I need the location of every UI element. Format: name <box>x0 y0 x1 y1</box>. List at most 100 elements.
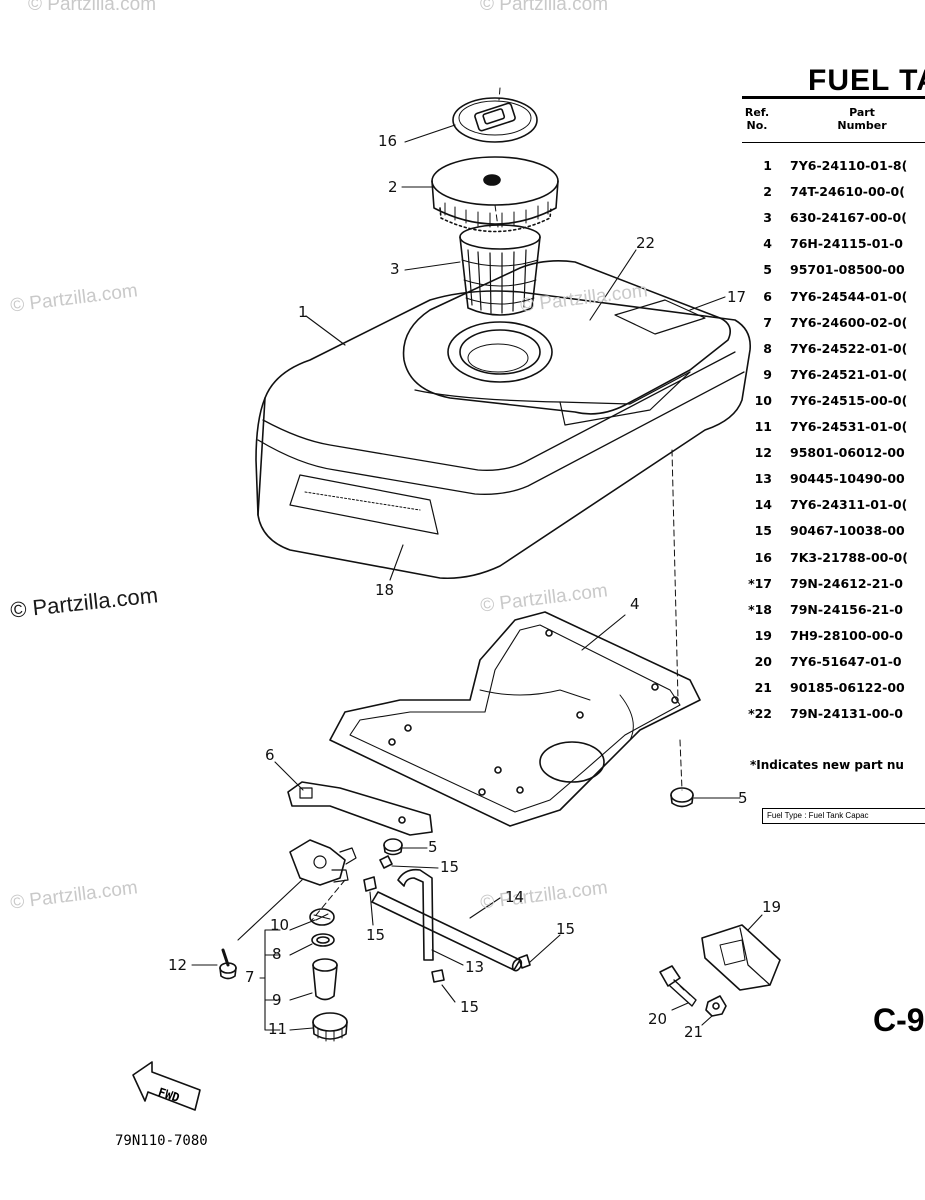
row-ref-no: 3 <box>763 210 772 226</box>
part-5-grommet-right <box>670 787 694 808</box>
callout-15: 15 <box>556 920 576 938</box>
part-13-hose <box>397 868 434 961</box>
part-8-gasket <box>311 933 335 947</box>
part-10-screen <box>309 908 335 926</box>
row-ref-no: 6 <box>763 288 772 304</box>
row-part-number: 90467-10038-00 <box>790 523 905 539</box>
row-part-number: 90185-06122-00 <box>790 680 905 695</box>
title-rule <box>742 96 925 99</box>
header-part-number: Part Number <box>837 106 887 132</box>
row-part-number: 79N-24131-00-0 <box>790 706 904 722</box>
row-ref-no: 1 <box>763 158 772 173</box>
row-ref-no: 11 <box>754 419 772 434</box>
row-ref-no: 2 <box>763 184 772 200</box>
diagram-title: FUEL TA <box>808 64 925 97</box>
callout-20: 20 <box>648 1010 668 1028</box>
table-row: 15 90467-10038-00 <box>742 523 925 549</box>
callout-5-left: 5 <box>428 838 438 856</box>
row-part-number: 7Y6-24544-01-0( <box>790 288 908 304</box>
row-part-number: 7Y6-24531-01-0( <box>790 419 908 434</box>
header-rule <box>742 142 925 143</box>
row-ref-no: *17 <box>748 575 772 591</box>
part-6-strap <box>287 781 433 836</box>
table-row: 12 95801-06012-00 <box>742 445 925 471</box>
table-row: 3 630-24167-00-0( <box>742 210 925 236</box>
part-16-emblem <box>452 97 538 143</box>
row-part-number: 630-24167-00-0( <box>790 210 907 226</box>
table-row: 13 90445-10490-00 <box>742 471 925 497</box>
row-ref-no: *22 <box>748 706 772 722</box>
part-1-fuel-tank <box>255 290 752 580</box>
row-ref-no: 19 <box>754 627 772 643</box>
row-part-number: 79N-24612-21-0 <box>790 575 904 591</box>
callout-4: 4 <box>630 595 640 613</box>
row-part-number: 7H9-28100-00-0 <box>790 627 904 643</box>
callout-5-right: 5 <box>738 789 748 807</box>
table-row: 11 7Y6-24531-01-0( <box>742 419 925 445</box>
table-row: *22 79N-24131-00-0 <box>742 706 925 732</box>
callout-17: 17 <box>727 288 747 306</box>
row-part-number: 7Y6-51647-01-0 <box>790 653 902 669</box>
row-part-number: 95701-08500-00 <box>790 262 905 278</box>
callout-22: 22 <box>636 234 656 252</box>
table-row: 16 7K3-21788-00-0( <box>742 550 925 576</box>
row-ref-no: 10 <box>754 392 772 408</box>
callout-14: 14 <box>505 888 525 906</box>
header-ref-no: Ref. No. <box>744 106 770 132</box>
row-ref-no: 12 <box>754 445 772 461</box>
table-row: 14 7Y6-24311-01-0( <box>742 497 925 523</box>
new-part-footnote: *Indicates new part nu <box>750 758 904 772</box>
tank-recess <box>402 260 731 426</box>
row-part-number: 7Y6-24521-01-0( <box>790 366 908 382</box>
part-15-clips <box>363 855 531 983</box>
part-7-fuel-cock <box>289 839 357 886</box>
callout-10: 10 <box>270 916 290 934</box>
row-ref-no: 16 <box>754 549 772 565</box>
row-ref-no: 13 <box>754 471 772 487</box>
part-12-screw <box>219 948 237 980</box>
callout-7: 7 <box>245 968 255 986</box>
table-row: 6 7Y6-24544-01-0( <box>742 289 925 315</box>
row-ref-no: 14 <box>754 497 772 513</box>
row-part-number: 79N-24156-21-0 <box>790 601 904 617</box>
row-part-number: 7Y6-24522-01-0( <box>790 340 908 356</box>
table-row: 5 95701-08500-00 <box>742 262 925 288</box>
callout-15: 15 <box>460 998 480 1016</box>
callout-6: 6 <box>265 746 275 764</box>
row-ref-no: 8 <box>763 340 772 356</box>
figure-code: 79N110-7080 <box>115 1133 208 1149</box>
fwd-arrow-icon <box>132 1061 201 1111</box>
callout-12: 12 <box>168 956 188 974</box>
row-part-number: 90445-10490-00 <box>790 471 905 487</box>
part-11-nut <box>312 1012 348 1042</box>
row-ref-no: 5 <box>763 262 772 278</box>
row-ref-no: 15 <box>754 523 772 539</box>
part-4-tray <box>329 611 701 827</box>
part-9-bowl <box>312 958 338 1001</box>
row-part-number: 7Y6-24600-02-0( <box>790 314 908 330</box>
row-ref-no: 20 <box>754 653 772 669</box>
leader-lines <box>191 124 763 1031</box>
row-part-number: 7K3-21788-00-0( <box>790 549 908 565</box>
watermark: © Partzilla.com <box>480 0 609 15</box>
row-part-number: 7Y6-24515-00-0( <box>790 392 908 408</box>
row-ref-no: 9 <box>763 366 772 382</box>
callout-1: 1 <box>298 303 308 321</box>
callout-2: 2 <box>388 178 398 196</box>
assembly-lines <box>311 87 683 921</box>
table-row: 20 7Y6-51647-01-0 <box>742 654 925 680</box>
row-part-number: 95801-06012-00 <box>790 445 905 461</box>
callout-15: 15 <box>440 858 460 876</box>
callout-11: 11 <box>268 1020 288 1038</box>
callout-16: 16 <box>378 132 398 150</box>
table-row: 9 7Y6-24521-01-0( <box>742 367 925 393</box>
part-2-fuel-cap <box>431 156 559 233</box>
row-part-number: 7Y6-24311-01-0( <box>790 497 908 513</box>
callout-15: 15 <box>366 926 386 944</box>
